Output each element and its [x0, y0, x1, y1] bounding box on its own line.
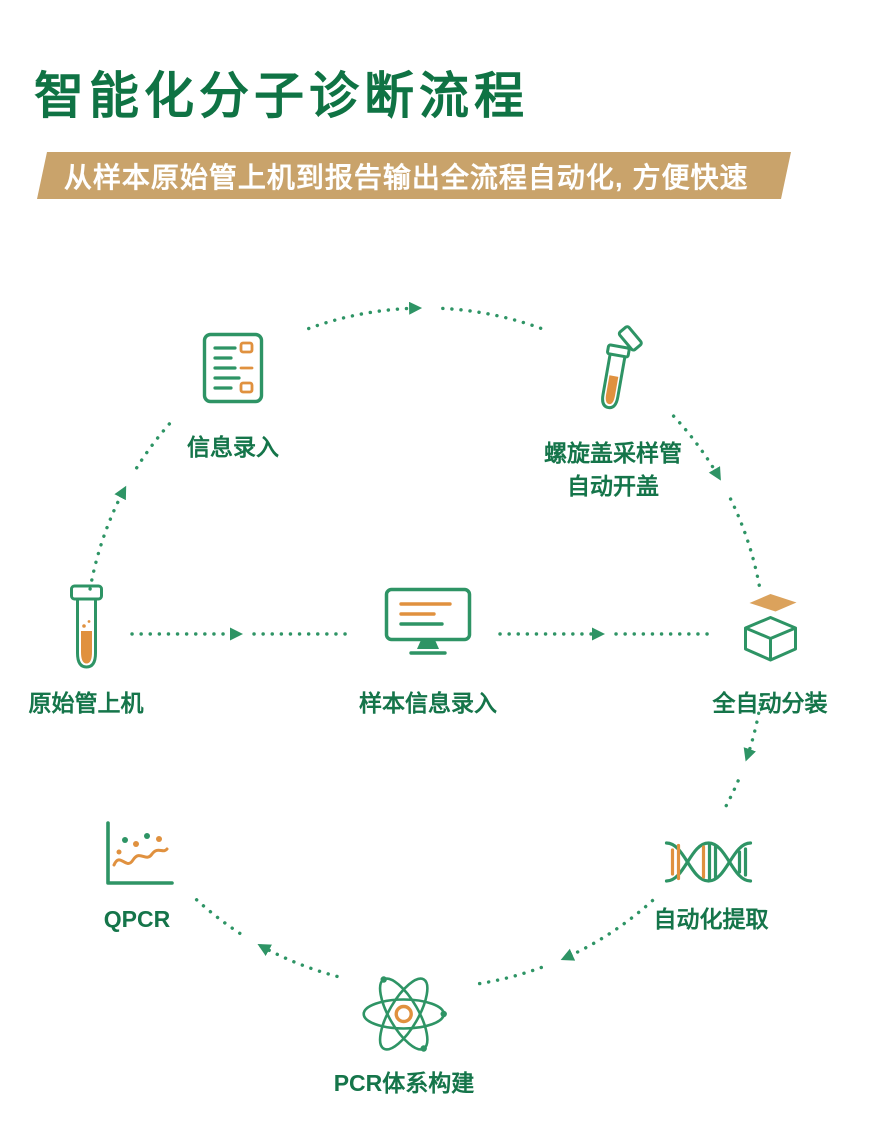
node-label: 自动开盖 — [567, 473, 659, 500]
dotted-arc — [88, 485, 127, 591]
dna-helix-icon — [664, 841, 752, 883]
document-icon — [202, 332, 264, 404]
node-auto-extraction: 自动化提取 — [654, 836, 769, 935]
node-label: 原始管上机 — [28, 690, 144, 716]
node-label: 信息录入 — [187, 434, 279, 460]
dotted-arc — [191, 894, 242, 935]
qpcr-chart-icon — [106, 821, 174, 885]
dotted-arc — [671, 414, 722, 481]
node-auto-dispensing: 全自动分装 — [713, 592, 828, 719]
screw-cap-tube-icon — [601, 325, 643, 410]
node-label: 样本信息录入 — [359, 690, 497, 716]
monitor-icon — [384, 587, 472, 655]
node-pcr-build: PCR体系构建 — [333, 968, 475, 1099]
node-screw-cap-tube: 螺旋盖采样管 自动开盖 — [544, 324, 682, 502]
dotted-arc — [441, 306, 543, 331]
atom-icon — [362, 976, 448, 1052]
node-label: 全自动分装 — [712, 690, 828, 716]
node-info-entry: 信息录入 — [187, 332, 279, 463]
dotted-arc — [135, 418, 175, 470]
test-tube-icon — [69, 584, 103, 669]
node-sample-info: 样本信息录入 — [359, 587, 497, 719]
page-title: 智能化分子诊断流程 — [34, 68, 529, 124]
dispensing-box-icon — [743, 594, 797, 662]
dotted-arc — [560, 898, 655, 961]
node-label: PCR体系构建 — [333, 1070, 475, 1096]
dotted-arc — [723, 779, 740, 810]
dotted-arc — [307, 301, 423, 331]
dotted-arc — [470, 965, 543, 987]
dotted-arc — [728, 497, 762, 591]
node-label: 螺旋盖采样管 — [544, 440, 682, 466]
dotted-arc — [257, 943, 339, 979]
node-label: QPCR — [103, 906, 171, 932]
node-label: 自动化提取 — [653, 906, 769, 932]
node-qpcr: QPCR — [99, 820, 175, 935]
node-tube-loading: 原始管上机 — [29, 584, 144, 719]
dotted-arc — [743, 693, 764, 762]
